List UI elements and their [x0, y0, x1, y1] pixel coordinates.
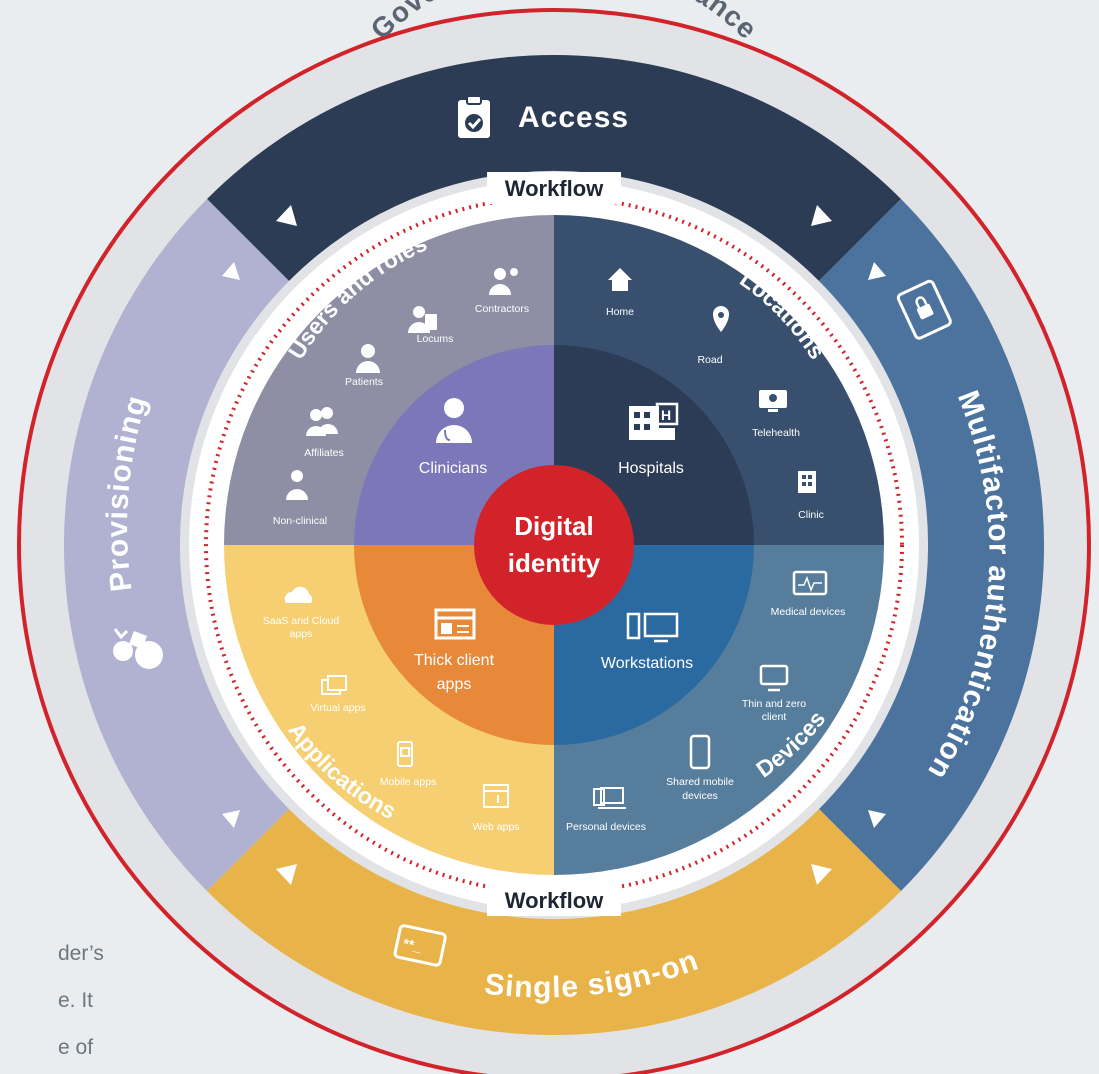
virtual-screen-icon: [321, 675, 347, 695]
arrow-icon: [868, 810, 886, 828]
workflow-bottom-bg: [487, 884, 621, 916]
svg-text:**_: **_: [402, 935, 424, 955]
home-item: Home: [606, 268, 634, 318]
arrow-icon: [222, 262, 240, 280]
cloud-icon: [284, 586, 313, 603]
red-ring: [17, 8, 1091, 1074]
mobile-app-icon: [397, 741, 413, 767]
virtual-apps-label: Virtual apps: [310, 702, 365, 714]
telehealth-item: Telehealth: [752, 390, 800, 439]
patients-label: Patients: [345, 376, 383, 388]
clinic-item: Clinic: [798, 471, 824, 521]
workflow-top-label: Workflow: [505, 176, 604, 201]
user-document-icon: [408, 306, 437, 333]
patient-icon: [356, 344, 380, 373]
building-icon: [798, 471, 816, 493]
home-icon: [608, 268, 632, 291]
thin-monitor-icon: [759, 664, 789, 692]
workflow-top-bg: [487, 172, 621, 204]
locums-label: Locums: [417, 333, 454, 345]
contractors-label: Contractors: [475, 303, 529, 315]
arrow-icon: [811, 864, 832, 885]
home-label: Home: [606, 306, 634, 318]
password-screen-icon: **_: [393, 924, 447, 967]
doctor-icon: [436, 398, 472, 443]
patients-item: Patients: [345, 344, 383, 388]
affiliates-item: Affiliates: [304, 407, 344, 459]
application-window-icon: [434, 608, 476, 640]
thick-client-label-line2: apps: [437, 676, 472, 693]
svg-text:H: H: [661, 407, 671, 423]
web-apps-label: Web apps: [472, 821, 519, 833]
arrow-icon: [222, 810, 240, 828]
staff-icon: [286, 470, 308, 500]
thin-client-label-line1: Thin and zero: [742, 698, 806, 710]
side-text-line-1: der’s: [58, 942, 104, 965]
personal-devices-item: Personal devices: [566, 787, 646, 833]
workflow-bottom-label: Workflow: [505, 888, 604, 913]
laptop-tablet-icon: [593, 787, 626, 809]
arrow-icon: [811, 205, 832, 226]
thin-client-label-line2: client: [762, 711, 787, 723]
access-band: [207, 54, 901, 281]
non-clinical-item: Non-clinical: [273, 470, 327, 527]
clipboard-check-icon: [458, 95, 490, 138]
non-clinical-label: Non-clinical: [273, 515, 327, 527]
user-gear-icon: [489, 268, 518, 295]
map-pin-icon: [713, 306, 729, 332]
saas-label-line2: apps: [290, 628, 313, 640]
center-line-1: Digital: [514, 511, 593, 541]
web-apps-item: Web apps: [472, 784, 520, 833]
medical-monitor-icon: [792, 570, 828, 596]
hospitals-label: Hospitals: [618, 460, 684, 477]
group-icon: [306, 407, 338, 436]
sso-band: [207, 809, 901, 1036]
locums-item: Locums: [408, 306, 453, 345]
center-line-2: identity: [508, 548, 601, 578]
arrow-icon: [868, 262, 886, 280]
shared-mobile-item: Shared mobile devices: [666, 734, 734, 802]
side-text-line-3: e of: [58, 1036, 93, 1059]
road-label: Road: [697, 354, 722, 366]
phone-lock-icon: [896, 279, 952, 340]
smartphone-icon: [689, 734, 711, 770]
road-item: Road: [697, 306, 729, 366]
side-text-line-2: e. It: [58, 989, 93, 1012]
browser-window-icon: [483, 784, 509, 808]
access-label: Access: [518, 101, 629, 134]
workstation-icon: [626, 612, 679, 643]
contractors-item: Contractors: [475, 268, 529, 315]
personal-devices-label: Personal devices: [566, 821, 646, 833]
mfa-band: [819, 199, 1045, 891]
hospital-icon: H: [629, 402, 679, 440]
users-shapes-icon: [113, 628, 163, 669]
clinic-label: Clinic: [798, 509, 824, 521]
thick-client-label-line1: Thick client: [414, 652, 495, 669]
monitor-doctor-icon: [759, 390, 787, 412]
arrow-icon: [276, 864, 297, 885]
telehealth-label: Telehealth: [752, 427, 800, 439]
medical-devices-label: Medical devices: [771, 606, 846, 618]
virtual-apps-item: Virtual apps: [310, 675, 366, 714]
affiliates-label: Affiliates: [304, 447, 344, 459]
shared-mobile-label-line2: devices: [682, 790, 718, 802]
medical-devices-item: Medical devices: [771, 570, 846, 618]
clinicians-label: Clinicians: [419, 460, 487, 477]
mobile-apps-item: Mobile apps: [380, 741, 437, 788]
arrow-icon: [276, 205, 297, 226]
workstations-label: Workstations: [601, 655, 693, 672]
saas-label-line1: SaaS and Cloud: [263, 615, 340, 627]
shared-mobile-label-line1: Shared mobile: [666, 776, 734, 788]
mobile-apps-label: Mobile apps: [380, 776, 437, 788]
center-circle: [474, 465, 634, 625]
band-arrows: [222, 205, 886, 885]
thin-client-item: Thin and zero client: [742, 664, 806, 723]
provisioning-band: [63, 199, 290, 891]
saas-item: SaaS and Cloud apps: [263, 586, 340, 640]
